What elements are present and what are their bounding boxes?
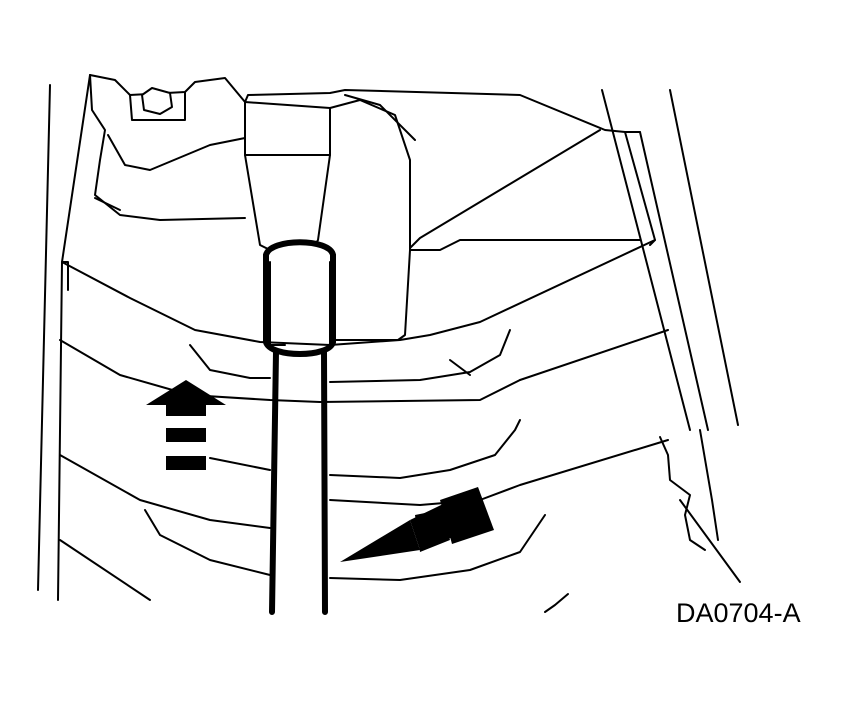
housing-wall [37, 74, 741, 613]
figure-id-label: DA0704-A [676, 598, 801, 628]
diagonal-arrow-icon [340, 487, 494, 562]
tool-handle [244, 94, 416, 615]
bracket-casting [89, 74, 656, 251]
gear-stack [59, 239, 669, 601]
up-arrow-icon [146, 380, 226, 470]
